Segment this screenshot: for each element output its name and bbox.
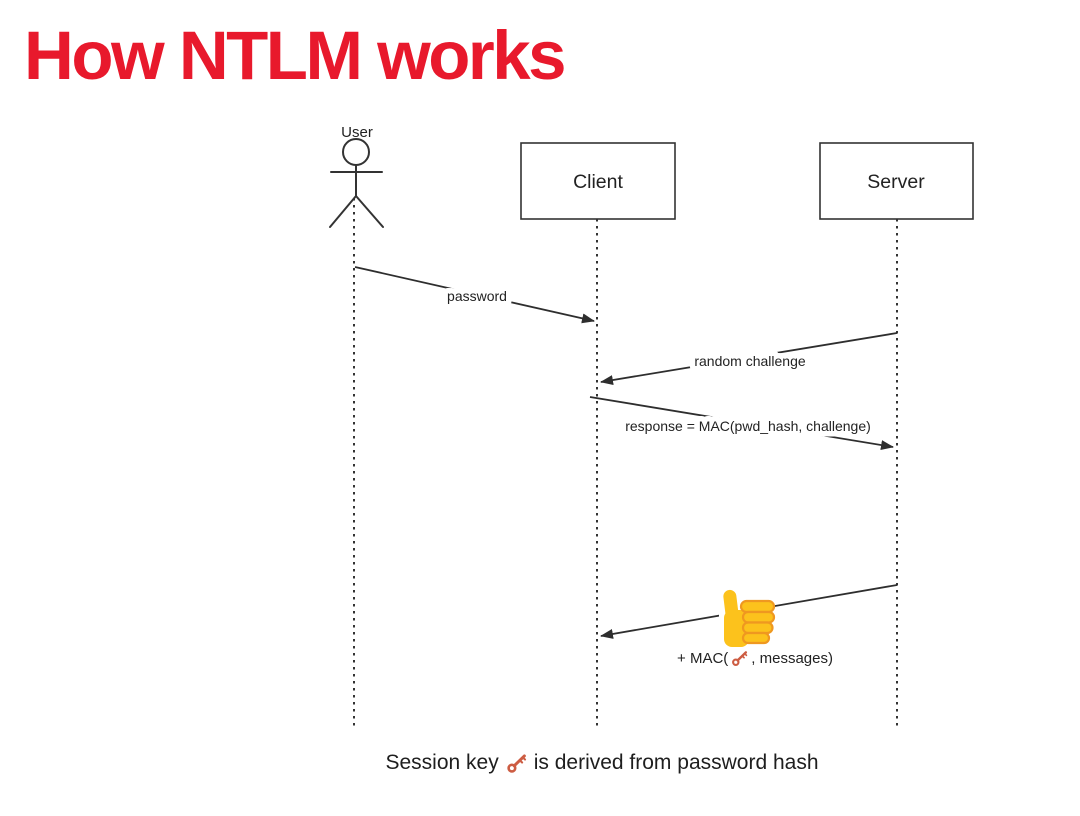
server-label: Server bbox=[867, 171, 925, 193]
actor-server: Server bbox=[819, 142, 974, 220]
server-box bbox=[819, 142, 974, 220]
message-response: response = MAC(pwd_hash, challenge) resp… bbox=[589, 396, 894, 450]
user-head-icon bbox=[342, 138, 370, 166]
response-label: response = MAC(pwd_hash, challenge) bbox=[625, 418, 871, 434]
caption-prefix: Session key bbox=[385, 751, 499, 774]
slide-title: How NTLM works bbox=[24, 17, 567, 94]
caption-suffix: is derived from password hash bbox=[533, 751, 819, 774]
thumbs-up-icon bbox=[719, 586, 776, 649]
key-icon bbox=[732, 651, 748, 666]
random-challenge-label: random challenge bbox=[694, 353, 806, 369]
message-random-challenge: random challenge random challenge bbox=[600, 332, 898, 385]
mac-label-suffix: , messages) bbox=[751, 650, 833, 667]
actor-client: Client bbox=[520, 142, 676, 220]
random-challenge-arrow bbox=[600, 332, 898, 385]
client-box bbox=[520, 142, 676, 220]
mac-label-prefix: + MAC( bbox=[677, 650, 729, 667]
message-password: password password bbox=[354, 266, 595, 324]
actor-user: User bbox=[329, 124, 384, 228]
mac-message-label: + MAC( , messages) bbox=[605, 650, 905, 667]
user-leg-left bbox=[329, 195, 357, 228]
key-icon bbox=[507, 753, 526, 773]
user-leg-right bbox=[355, 195, 384, 228]
user-label: User bbox=[341, 124, 373, 141]
message-success bbox=[600, 584, 898, 649]
password-arrow bbox=[354, 266, 595, 324]
session-key-caption: Session key is derived from password has… bbox=[252, 751, 952, 775]
response-arrow bbox=[589, 396, 894, 450]
password-label: password bbox=[447, 288, 507, 304]
client-label: Client bbox=[573, 171, 623, 193]
